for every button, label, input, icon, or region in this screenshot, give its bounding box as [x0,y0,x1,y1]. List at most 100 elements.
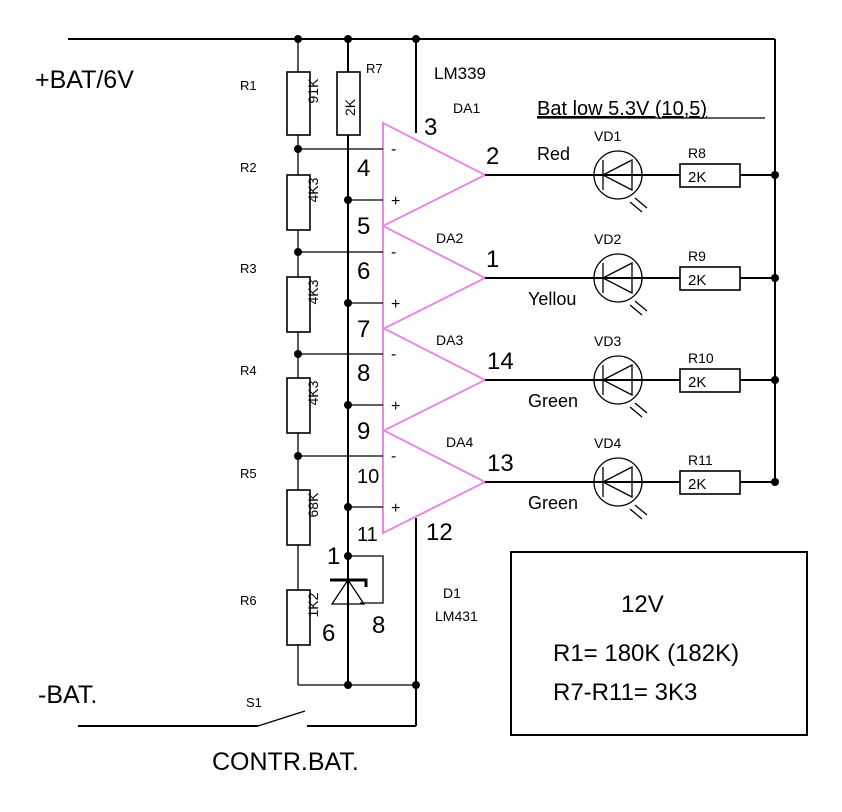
minus-sign: - [391,448,396,465]
resistor-ref: R2 [240,160,257,175]
junction-dot [771,171,779,179]
led-ref: VD4 [594,435,621,451]
resistor-r3: 4K3 R3 [240,261,321,333]
opamp-triangle [382,428,488,535]
switch-label: S1 [246,695,262,710]
plus-sign: + [391,296,400,313]
pin-minus: 4 [357,155,370,182]
led-color-label: Green [528,493,578,513]
junction-dot [344,196,352,204]
resistor-ref: R6 [240,593,257,608]
zener-icon [330,578,368,605]
resistor-body [286,174,311,231]
junction-dot [294,35,302,43]
pin-plus: 5 [357,213,370,240]
resistor-ref: R1 [240,78,257,93]
ic-label: LM339 [434,64,486,83]
comparator-ref: DA4 [446,434,473,450]
minus-sign: - [391,244,396,261]
pin-d1-k: 1 [327,543,340,570]
opamp-triangle [382,121,488,228]
resistor-r11 [679,470,741,495]
led-color-label: Green [528,391,578,411]
d1-part: LM431 [435,608,478,624]
resistor-value: 4K3 [305,380,321,405]
pin-d1-a: 6 [322,620,335,647]
pin-minus: 10 [357,466,379,488]
zener-ref-wire [348,555,384,604]
junction-dot [344,552,352,560]
plus-sign: + [391,398,400,415]
plus-sign: + [391,500,400,517]
junction-dots [294,35,779,689]
resistor-ref: R3 [240,261,257,276]
r7-value: 2K [342,98,358,116]
resistor-body [286,71,311,136]
pin-out: 14 [487,348,514,375]
pin-d1-ref: 8 [372,612,385,639]
resistor-ref: R8 [688,145,706,161]
led-color-label: Yellou [528,289,576,309]
resistor-body [286,276,311,333]
pin-minus: 6 [357,258,370,285]
pin-plus: 11 [357,524,378,546]
junction-dot [294,452,302,460]
opamp-triangle [382,224,488,331]
led-icon [593,457,648,520]
led-icon [593,150,648,213]
pin-out: 2 [486,143,499,170]
bat-minus-label: -BAT. [38,681,97,709]
resistor-r4: 4K3 R4 [240,363,321,434]
resistor-r5: 68K R5 [240,466,321,546]
pin-out: 1 [486,246,499,273]
d1-label: D1 [443,585,461,601]
resistor-r7 [336,71,361,136]
switch-blade[interactable] [257,710,306,727]
resistor-ref: R10 [688,350,714,366]
resistor-value: 4K3 [305,279,321,304]
junction-dot [412,35,420,43]
pin-out: 13 [487,450,514,477]
junction-dot [344,299,352,307]
resistor-value: 1K2 [305,592,321,617]
resistor-body [286,489,311,546]
minus-sign: - [391,141,396,158]
resistor-r8 [679,163,741,188]
resistor-value: 68K [305,492,321,518]
led-icon [593,355,648,418]
control-label: CONTR.BAT. [212,748,359,776]
resistor-body [286,589,311,646]
junction-dot [344,35,352,43]
minus-sign: - [391,346,396,363]
resistor-value: 91K [305,78,321,104]
resistor-ref: R5 [240,466,257,481]
resistor-ref: R4 [240,363,257,378]
note-line-1: 12V [621,591,664,618]
note-line-3: R7-R11= 3K3 [553,679,697,706]
junction-dot [771,274,779,282]
junction-dot [294,248,302,256]
note-box: 12V R1= 180K (182K) R7-R11= 3K3 [510,551,808,736]
resistor-r2: 4K3 R2 [240,160,321,231]
junction-dot [294,350,302,358]
led-icon [593,253,648,316]
title-label: Bat low 5.3V (10,5) [537,98,707,120]
pin-vcc: 3 [424,114,437,141]
opamp-triangle [382,326,488,433]
junction-dot [771,376,779,384]
pin-plus: 7 [357,316,370,343]
resistor-value: 2K [688,169,706,186]
led-ref: VD3 [594,333,621,349]
comparator-ref: DA3 [436,332,463,348]
resistor-value: 2K [688,374,706,391]
resistor-value: 4K3 [305,177,321,202]
junction-dot [412,681,420,689]
resistor-body [286,377,311,434]
junction-dot [344,503,352,511]
resistor-r10 [679,368,741,393]
comparator-ref: DA2 [436,230,463,246]
